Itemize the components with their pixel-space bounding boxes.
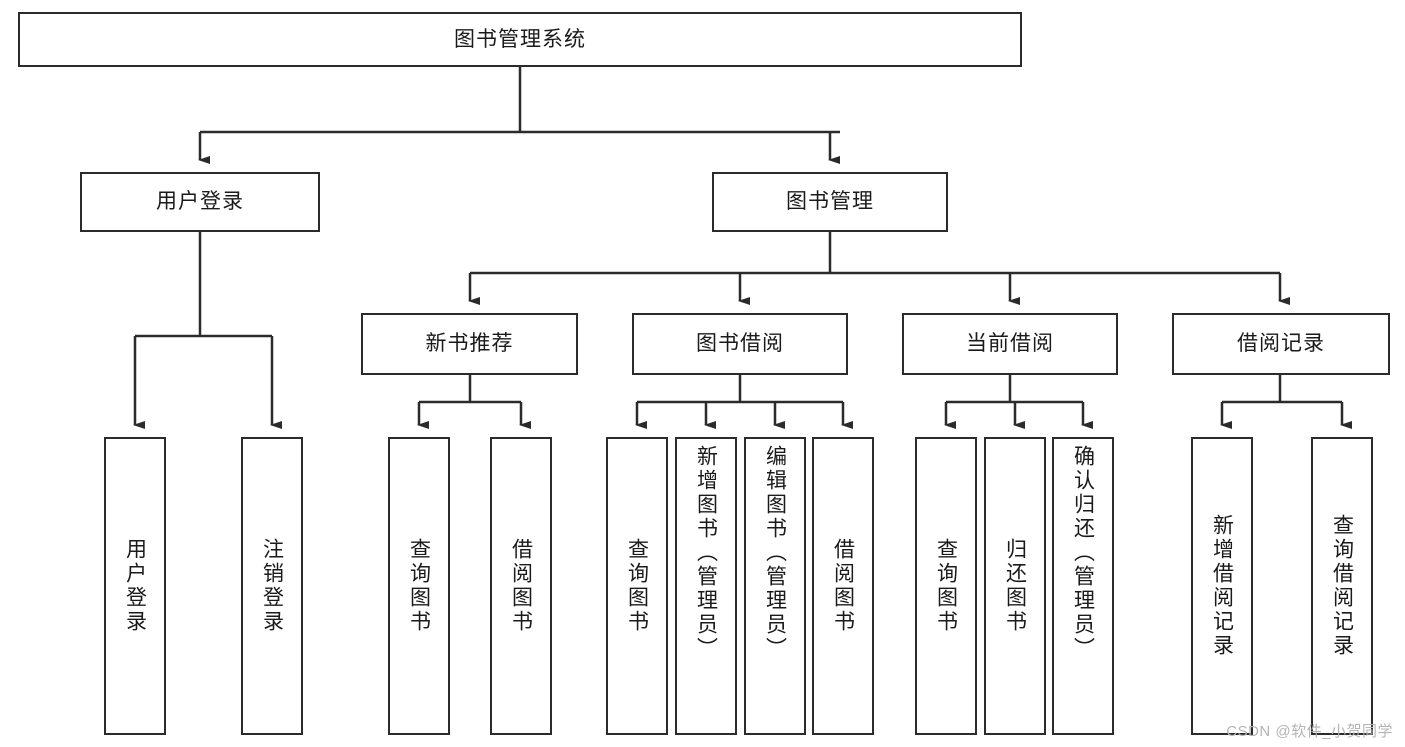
node-user-login[interactable]: 用户登录 bbox=[80, 172, 320, 232]
node-user-login-label: 用户登录 bbox=[156, 190, 244, 214]
node-leaf-query-book-3[interactable]: 查询图书 bbox=[915, 437, 977, 735]
node-leaf-edit-book-label: 编辑图书（管理员） bbox=[763, 445, 787, 661]
node-leaf-edit-book[interactable]: 编辑图书（管理员） bbox=[744, 437, 806, 735]
node-leaf-add-record-label: 新增借阅记录 bbox=[1210, 514, 1234, 658]
node-current-borrow[interactable]: 当前借阅 bbox=[902, 313, 1118, 375]
node-leaf-return-book[interactable]: 归还图书 bbox=[984, 437, 1046, 735]
node-leaf-user-login[interactable]: 用户登录 bbox=[104, 437, 166, 735]
node-leaf-borrow-book-1-label: 借阅图书 bbox=[509, 538, 533, 634]
watermark: CSDN @软件_小贺同学 bbox=[1226, 723, 1393, 740]
node-book-management-label: 图书管理 bbox=[786, 190, 874, 214]
node-leaf-logout[interactable]: 注销登录 bbox=[241, 437, 303, 735]
node-leaf-query-book-2-label: 查询图书 bbox=[625, 538, 649, 634]
node-new-book-recommend[interactable]: 新书推荐 bbox=[361, 313, 578, 375]
node-leaf-query-record-label: 查询借阅记录 bbox=[1330, 514, 1354, 658]
node-leaf-confirm-return-label: 确认归还（管理员） bbox=[1071, 445, 1095, 661]
node-leaf-query-book-1[interactable]: 查询图书 bbox=[388, 437, 450, 735]
node-leaf-query-book-1-label: 查询图书 bbox=[407, 538, 431, 634]
node-leaf-add-book-label: 新增图书（管理员） bbox=[694, 445, 718, 661]
node-borrow-record[interactable]: 借阅记录 bbox=[1172, 313, 1390, 375]
node-leaf-confirm-return[interactable]: 确认归还（管理员） bbox=[1052, 437, 1114, 735]
node-leaf-query-record[interactable]: 查询借阅记录 bbox=[1311, 437, 1373, 735]
node-book-management[interactable]: 图书管理 bbox=[712, 172, 948, 232]
node-root[interactable]: 图书管理系统 bbox=[18, 12, 1022, 67]
node-current-borrow-label: 当前借阅 bbox=[966, 332, 1054, 356]
node-leaf-user-login-label: 用户登录 bbox=[123, 538, 147, 634]
node-leaf-borrow-book-2[interactable]: 借阅图书 bbox=[812, 437, 874, 735]
node-root-label: 图书管理系统 bbox=[454, 27, 586, 51]
node-leaf-query-book-3-label: 查询图书 bbox=[934, 538, 958, 634]
node-leaf-return-book-label: 归还图书 bbox=[1003, 538, 1027, 634]
node-leaf-query-book-2[interactable]: 查询图书 bbox=[606, 437, 668, 735]
node-leaf-add-book[interactable]: 新增图书（管理员） bbox=[675, 437, 737, 735]
node-borrow-record-label: 借阅记录 bbox=[1237, 332, 1325, 356]
node-leaf-borrow-book-2-label: 借阅图书 bbox=[831, 538, 855, 634]
node-leaf-logout-label: 注销登录 bbox=[260, 538, 284, 634]
node-book-borrow[interactable]: 图书借阅 bbox=[632, 313, 848, 375]
node-leaf-borrow-book-1[interactable]: 借阅图书 bbox=[490, 437, 552, 735]
node-book-borrow-label: 图书借阅 bbox=[696, 332, 784, 356]
node-new-book-recommend-label: 新书推荐 bbox=[425, 332, 514, 356]
node-leaf-add-record[interactable]: 新增借阅记录 bbox=[1191, 437, 1253, 735]
